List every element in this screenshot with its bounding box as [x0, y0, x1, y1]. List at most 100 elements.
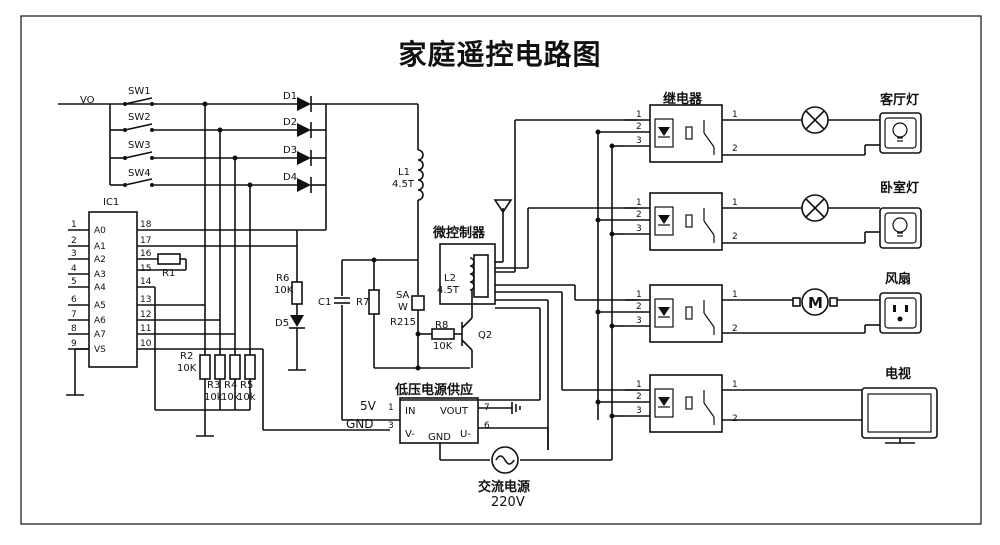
svg-text:10K: 10K — [433, 341, 453, 352]
svg-text:10K: 10K — [177, 363, 197, 374]
relay-pin-number: 2 — [636, 122, 642, 132]
ic1-pin-number: 1 — [71, 220, 77, 230]
relay-pin-number: 2 — [732, 144, 738, 154]
resistor-r8: R8 10K — [418, 320, 462, 352]
svg-text:R8: R8 — [435, 320, 448, 331]
relay-pin-number: 2 — [732, 232, 738, 242]
ic1-pin-number: 5 — [71, 277, 77, 287]
svg-text:D4: D4 — [283, 172, 297, 183]
page-title: 家庭遥控电路图 — [398, 38, 602, 71]
psu-gnd-label: GND — [346, 417, 374, 431]
motor-icon: M — [792, 288, 838, 316]
ac-source-icon — [491, 446, 519, 474]
ic1-pin-number: 14 — [140, 277, 152, 287]
svg-text:SW1: SW1 — [128, 86, 151, 97]
ic1-pin-name: A2 — [94, 255, 106, 265]
svg-text:SW3: SW3 — [128, 140, 151, 151]
antenna-icon — [493, 199, 513, 262]
resistor-r2: R2 10K — [177, 351, 211, 380]
ic1-pin-name: A0 — [94, 226, 106, 236]
svg-text:R4: R4 — [224, 380, 237, 391]
ic1-pin-number: 13 — [140, 295, 151, 305]
relay-pin-number: 1 — [732, 380, 738, 390]
switch-sw2: SW2 — [110, 112, 154, 132]
svg-text:R215: R215 — [390, 317, 416, 328]
ac-source-label: 交流电源 — [478, 479, 530, 495]
resistor-r1: R1 — [137, 253, 187, 279]
svg-text:1: 1 — [388, 403, 394, 413]
load-label-tv: 电视 — [885, 366, 911, 382]
relay-pin-number: 1 — [636, 110, 642, 120]
ac-voltage-label: 220V — [491, 495, 525, 510]
ic1-pin-name: A6 — [94, 316, 106, 326]
diode-d1: D1 — [283, 91, 312, 112]
lamp-bedroom — [801, 194, 829, 222]
relay-pin-number: 1 — [636, 198, 642, 208]
ic1-pin-number: 12 — [140, 310, 151, 320]
diode-d2: D2 — [283, 117, 312, 138]
ic1-pin-number: 18 — [140, 220, 152, 230]
switch-sw4: SW4 — [110, 168, 154, 187]
relay-pin-number: 3 — [636, 136, 642, 146]
svg-text:R5: R5 — [240, 380, 253, 391]
ic1-pin-number: 17 — [140, 236, 151, 246]
tv-icon — [861, 387, 938, 444]
svg-text:W: W — [398, 302, 408, 313]
relay-pin-number: 2 — [732, 414, 738, 424]
diode-d3: D3 — [283, 145, 312, 166]
svg-text:10k: 10k — [204, 392, 223, 403]
svg-text:IC1: IC1 — [103, 197, 119, 208]
relay-pin-number: 1 — [636, 290, 642, 300]
psu-title: 低压电源供应 — [394, 382, 473, 398]
ic1-pin-number: 7 — [71, 310, 77, 320]
capacitor-c1: C1 — [318, 297, 350, 308]
diode-d4: D4 — [283, 172, 312, 193]
resistor-r7: R7 — [356, 289, 380, 315]
diode-d5: D5 — [275, 315, 305, 329]
switch-sw3: SW3 — [110, 140, 154, 160]
lamp-living — [801, 106, 829, 134]
svg-text:10k: 10k — [221, 392, 240, 403]
ic1-pin-number: 10 — [140, 339, 152, 349]
mcu-label: 微控制器 — [432, 225, 486, 241]
psu-5v-label: 5V — [360, 399, 377, 413]
outlet-socket-icon — [879, 292, 922, 334]
svg-text:SW2: SW2 — [128, 112, 151, 123]
relay-pin-number: 3 — [636, 316, 642, 326]
ic1-pin-name: VS — [94, 345, 106, 355]
ic1-pin-name: A3 — [94, 270, 106, 280]
svg-text:Q2: Q2 — [478, 330, 492, 341]
svg-text:SA: SA — [396, 290, 410, 301]
svg-text:6: 6 — [484, 421, 490, 431]
relay-pin-number: 3 — [636, 224, 642, 234]
svg-text:D3: D3 — [283, 145, 297, 156]
svg-text:10K: 10K — [274, 285, 294, 296]
svg-text:C1: C1 — [318, 297, 331, 308]
svg-text:4.5T: 4.5T — [437, 285, 460, 296]
ic1-pin-number: 16 — [140, 249, 152, 259]
load-label-bedroom: 卧室灯 — [880, 180, 919, 196]
svg-text:3: 3 — [388, 421, 394, 431]
svg-text:R7: R7 — [356, 297, 369, 308]
psu-block: IN VOUT V- GND U- 1 3 7 6 — [388, 397, 490, 444]
svg-text:GND: GND — [428, 432, 451, 443]
inductor-l1: L1 4.5T — [392, 149, 424, 201]
ground-symbol — [511, 402, 521, 414]
relay-pin-number: 2 — [636, 392, 642, 402]
bulb-socket-icon — [879, 207, 922, 249]
svg-text:D1: D1 — [283, 91, 297, 102]
transistor-q2: Q2 — [461, 317, 492, 351]
load-label-living-room: 客厅灯 — [880, 92, 919, 108]
svg-text:R3: R3 — [207, 380, 220, 391]
svg-text:M: M — [808, 294, 823, 312]
ic1-pin-number: 9 — [71, 339, 77, 349]
relay-pin-number: 2 — [636, 210, 642, 220]
diagram-frame — [20, 15, 982, 525]
relay-pin-number: 1 — [636, 380, 642, 390]
svg-text:R2: R2 — [180, 351, 193, 362]
relay-title: 继电器 — [663, 91, 703, 107]
